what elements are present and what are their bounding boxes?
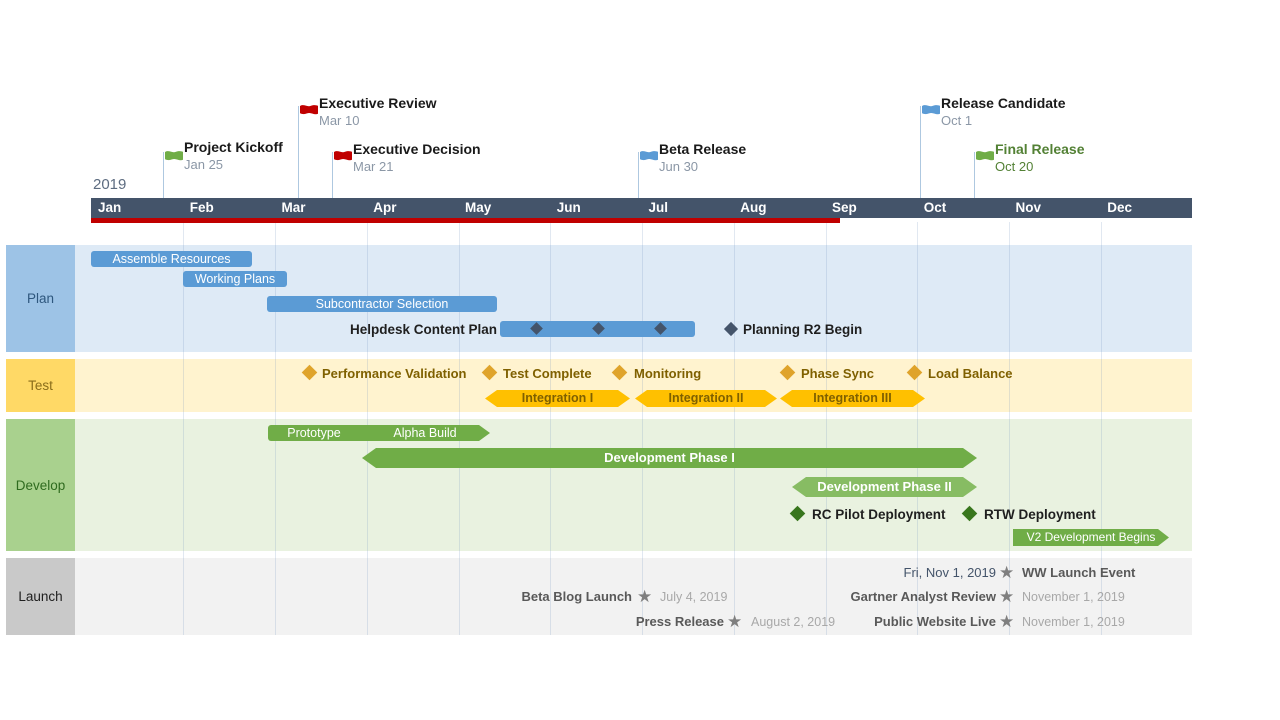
task-label-helpdesk-content-plan: Helpdesk Content Plan bbox=[349, 322, 497, 337]
flag-icon[interactable] bbox=[975, 150, 995, 165]
star-icon[interactable]: ★ bbox=[727, 612, 743, 631]
milestone-label-load-balance: Load Balance bbox=[928, 366, 1013, 381]
launch-lane-background bbox=[75, 558, 1192, 635]
month-label: Dec bbox=[1107, 200, 1133, 215]
event-date-press-release: August 2, 2019 bbox=[751, 615, 836, 629]
event-date-gartner-review: November 1, 2019 bbox=[1022, 590, 1125, 604]
year-label: 2019 bbox=[93, 176, 127, 193]
milestone-date: Jun 30 bbox=[659, 159, 699, 174]
milestone-connector bbox=[332, 152, 333, 198]
milestone-connector bbox=[163, 152, 164, 198]
test-lane-background bbox=[75, 359, 1192, 412]
lane-label-text: Launch bbox=[18, 589, 63, 604]
task-bar-subcontractor-selection[interactable]: Subcontractor Selection bbox=[267, 296, 497, 312]
milestone-connector bbox=[298, 106, 299, 198]
milestone-label-rtw: RTW Deployment bbox=[984, 507, 1096, 522]
lane-label-text: Test bbox=[28, 378, 53, 393]
month-gridline bbox=[550, 222, 551, 635]
task-bar-assemble-resources[interactable]: Assemble Resources bbox=[91, 251, 252, 267]
milestone-connector bbox=[920, 106, 921, 198]
flag-icon[interactable] bbox=[639, 150, 659, 165]
milestone-date: Mar 10 bbox=[319, 113, 360, 128]
milestone-label: Release Candidate bbox=[941, 95, 1066, 111]
task-bar-working-plans[interactable]: Working Plans bbox=[183, 271, 287, 287]
month-gridline bbox=[1101, 222, 1102, 635]
milestone-label-rc-pilot: RC Pilot Deployment bbox=[812, 507, 946, 522]
flag-icon[interactable] bbox=[921, 104, 941, 119]
month-gridline bbox=[734, 222, 735, 635]
inner-milestone-diamond-icon[interactable] bbox=[592, 322, 605, 335]
lane-label-develop: Develop bbox=[6, 419, 75, 551]
task-bar-v2-development-begins[interactable]: V2 Development Begins bbox=[1013, 529, 1169, 546]
task-bar-alpha-build[interactable]: Alpha Build bbox=[360, 425, 490, 441]
month-label: Feb bbox=[189, 200, 214, 215]
milestone-date: Oct 20 bbox=[995, 159, 1034, 174]
month-label: Apr bbox=[373, 200, 397, 215]
lane-label-launch: Launch bbox=[6, 558, 75, 635]
milestone-label: Project Kickoff bbox=[184, 139, 283, 155]
task-bar-prototype[interactable]: Prototype bbox=[268, 425, 360, 441]
flag-icon[interactable] bbox=[299, 104, 319, 119]
month-band: Jan Feb Mar Apr May Jun Jul Aug Sep Oct … bbox=[91, 198, 1192, 218]
task-arrow-development-phase-1[interactable]: Development Phase I bbox=[362, 448, 977, 468]
elapsed-time-underline bbox=[91, 218, 840, 223]
lane-label-test: Test bbox=[6, 359, 75, 412]
develop-lane-background bbox=[75, 419, 1192, 551]
month-label: Jul bbox=[648, 200, 669, 215]
month-gridline bbox=[826, 222, 827, 635]
month-label: Sep bbox=[832, 200, 857, 215]
month-label: Aug bbox=[740, 200, 767, 215]
flag-icon[interactable] bbox=[333, 150, 353, 165]
flag-icon[interactable] bbox=[164, 150, 184, 165]
event-label-gartner-review: Gartner Analyst Review bbox=[850, 589, 996, 604]
star-icon[interactable]: ★ bbox=[999, 612, 1015, 631]
milestone-label-performance-validation: Performance Validation bbox=[322, 366, 467, 381]
milestone-label-phase-sync: Phase Sync bbox=[801, 366, 874, 381]
event-label-public-website: Public Website Live bbox=[874, 614, 996, 629]
milestone-label: Beta Release bbox=[659, 141, 747, 157]
event-label-ww-launch: WW Launch Event bbox=[1022, 565, 1136, 580]
month-gridline bbox=[183, 222, 184, 635]
task-arrow-integration-1[interactable]: Integration I bbox=[485, 390, 630, 407]
milestone-connector bbox=[974, 152, 975, 198]
inner-milestone-diamond-icon[interactable] bbox=[530, 322, 543, 335]
month-label: Jun bbox=[556, 200, 581, 215]
milestone-label-monitoring: Monitoring bbox=[634, 366, 702, 381]
month-label: Oct bbox=[923, 200, 947, 215]
month-gridline bbox=[642, 222, 643, 635]
inner-milestone-diamond-icon[interactable] bbox=[654, 322, 667, 335]
month-gridline bbox=[1009, 222, 1010, 635]
milestone-date: Oct 1 bbox=[941, 113, 973, 128]
month-label: Nov bbox=[1015, 200, 1042, 215]
lane-label-text: Develop bbox=[15, 477, 66, 493]
event-label-press-release: Press Release bbox=[635, 614, 724, 629]
milestone-label: Executive Decision bbox=[353, 141, 481, 157]
task-arrow-integration-3[interactable]: Integration III bbox=[780, 390, 925, 407]
task-arrow-development-phase-2[interactable]: Development Phase II bbox=[792, 477, 977, 497]
lane-label-plan: Plan bbox=[6, 245, 75, 352]
event-date-ww-launch: Fri, Nov 1, 2019 bbox=[903, 565, 997, 580]
milestone-date: Mar 21 bbox=[353, 159, 394, 174]
star-icon[interactable]: ★ bbox=[999, 587, 1015, 606]
milestone-date: Jan 25 bbox=[184, 157, 224, 172]
milestone-label: Final Release bbox=[995, 141, 1085, 157]
month-label: May bbox=[465, 200, 492, 215]
milestone-connector bbox=[638, 152, 639, 198]
event-date-public-website: November 1, 2019 bbox=[1022, 615, 1125, 629]
task-arrow-integration-2[interactable]: Integration II bbox=[635, 390, 777, 407]
star-icon[interactable]: ★ bbox=[999, 563, 1015, 582]
milestone-label-test-complete: Test Complete bbox=[503, 366, 592, 381]
month-label: Jan bbox=[98, 200, 122, 215]
star-icon[interactable]: ★ bbox=[637, 587, 653, 606]
event-date-beta-blog: July 4, 2019 bbox=[660, 590, 728, 604]
lane-label-text: Plan bbox=[26, 291, 55, 306]
milestone-label: Executive Review bbox=[319, 95, 437, 111]
event-label-beta-blog: Beta Blog Launch bbox=[521, 589, 632, 604]
month-label: Mar bbox=[281, 200, 306, 215]
task-bar-helpdesk-content-plan[interactable] bbox=[500, 321, 695, 337]
milestone-label-planning-r2: Planning R2 Begin bbox=[743, 322, 863, 337]
month-gridline bbox=[917, 222, 918, 635]
